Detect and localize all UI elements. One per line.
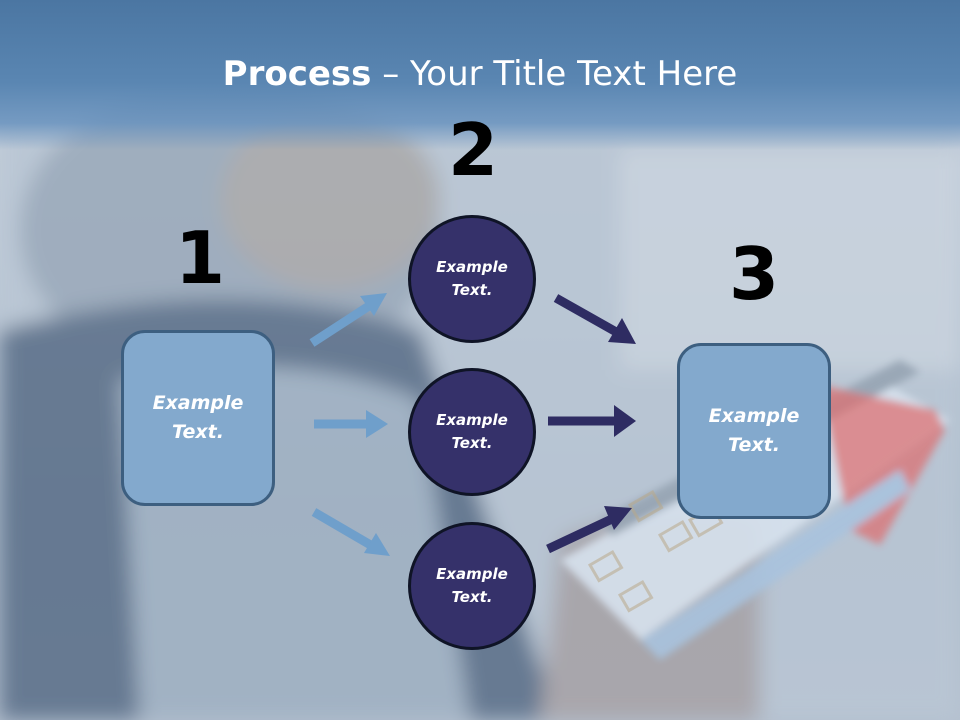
step-number-1: 1 — [174, 216, 226, 300]
title-bold: Process — [222, 54, 372, 94]
slide-title: Process – Your Title Text Here — [0, 52, 960, 96]
middle-circle-center: Example Text. — [408, 368, 536, 496]
step-number-3: 3 — [728, 232, 780, 316]
title-separator: – — [371, 54, 411, 94]
left-process-box: Example Text. — [121, 330, 275, 506]
middle-circle-top: Example Text. — [408, 215, 536, 343]
right-process-box: Example Text. — [677, 343, 831, 519]
title-rest: Your Title Text Here — [410, 54, 738, 94]
title-band — [0, 0, 960, 150]
middle-circle-bottom: Example Text. — [408, 522, 536, 650]
step-number-2: 2 — [447, 108, 499, 192]
